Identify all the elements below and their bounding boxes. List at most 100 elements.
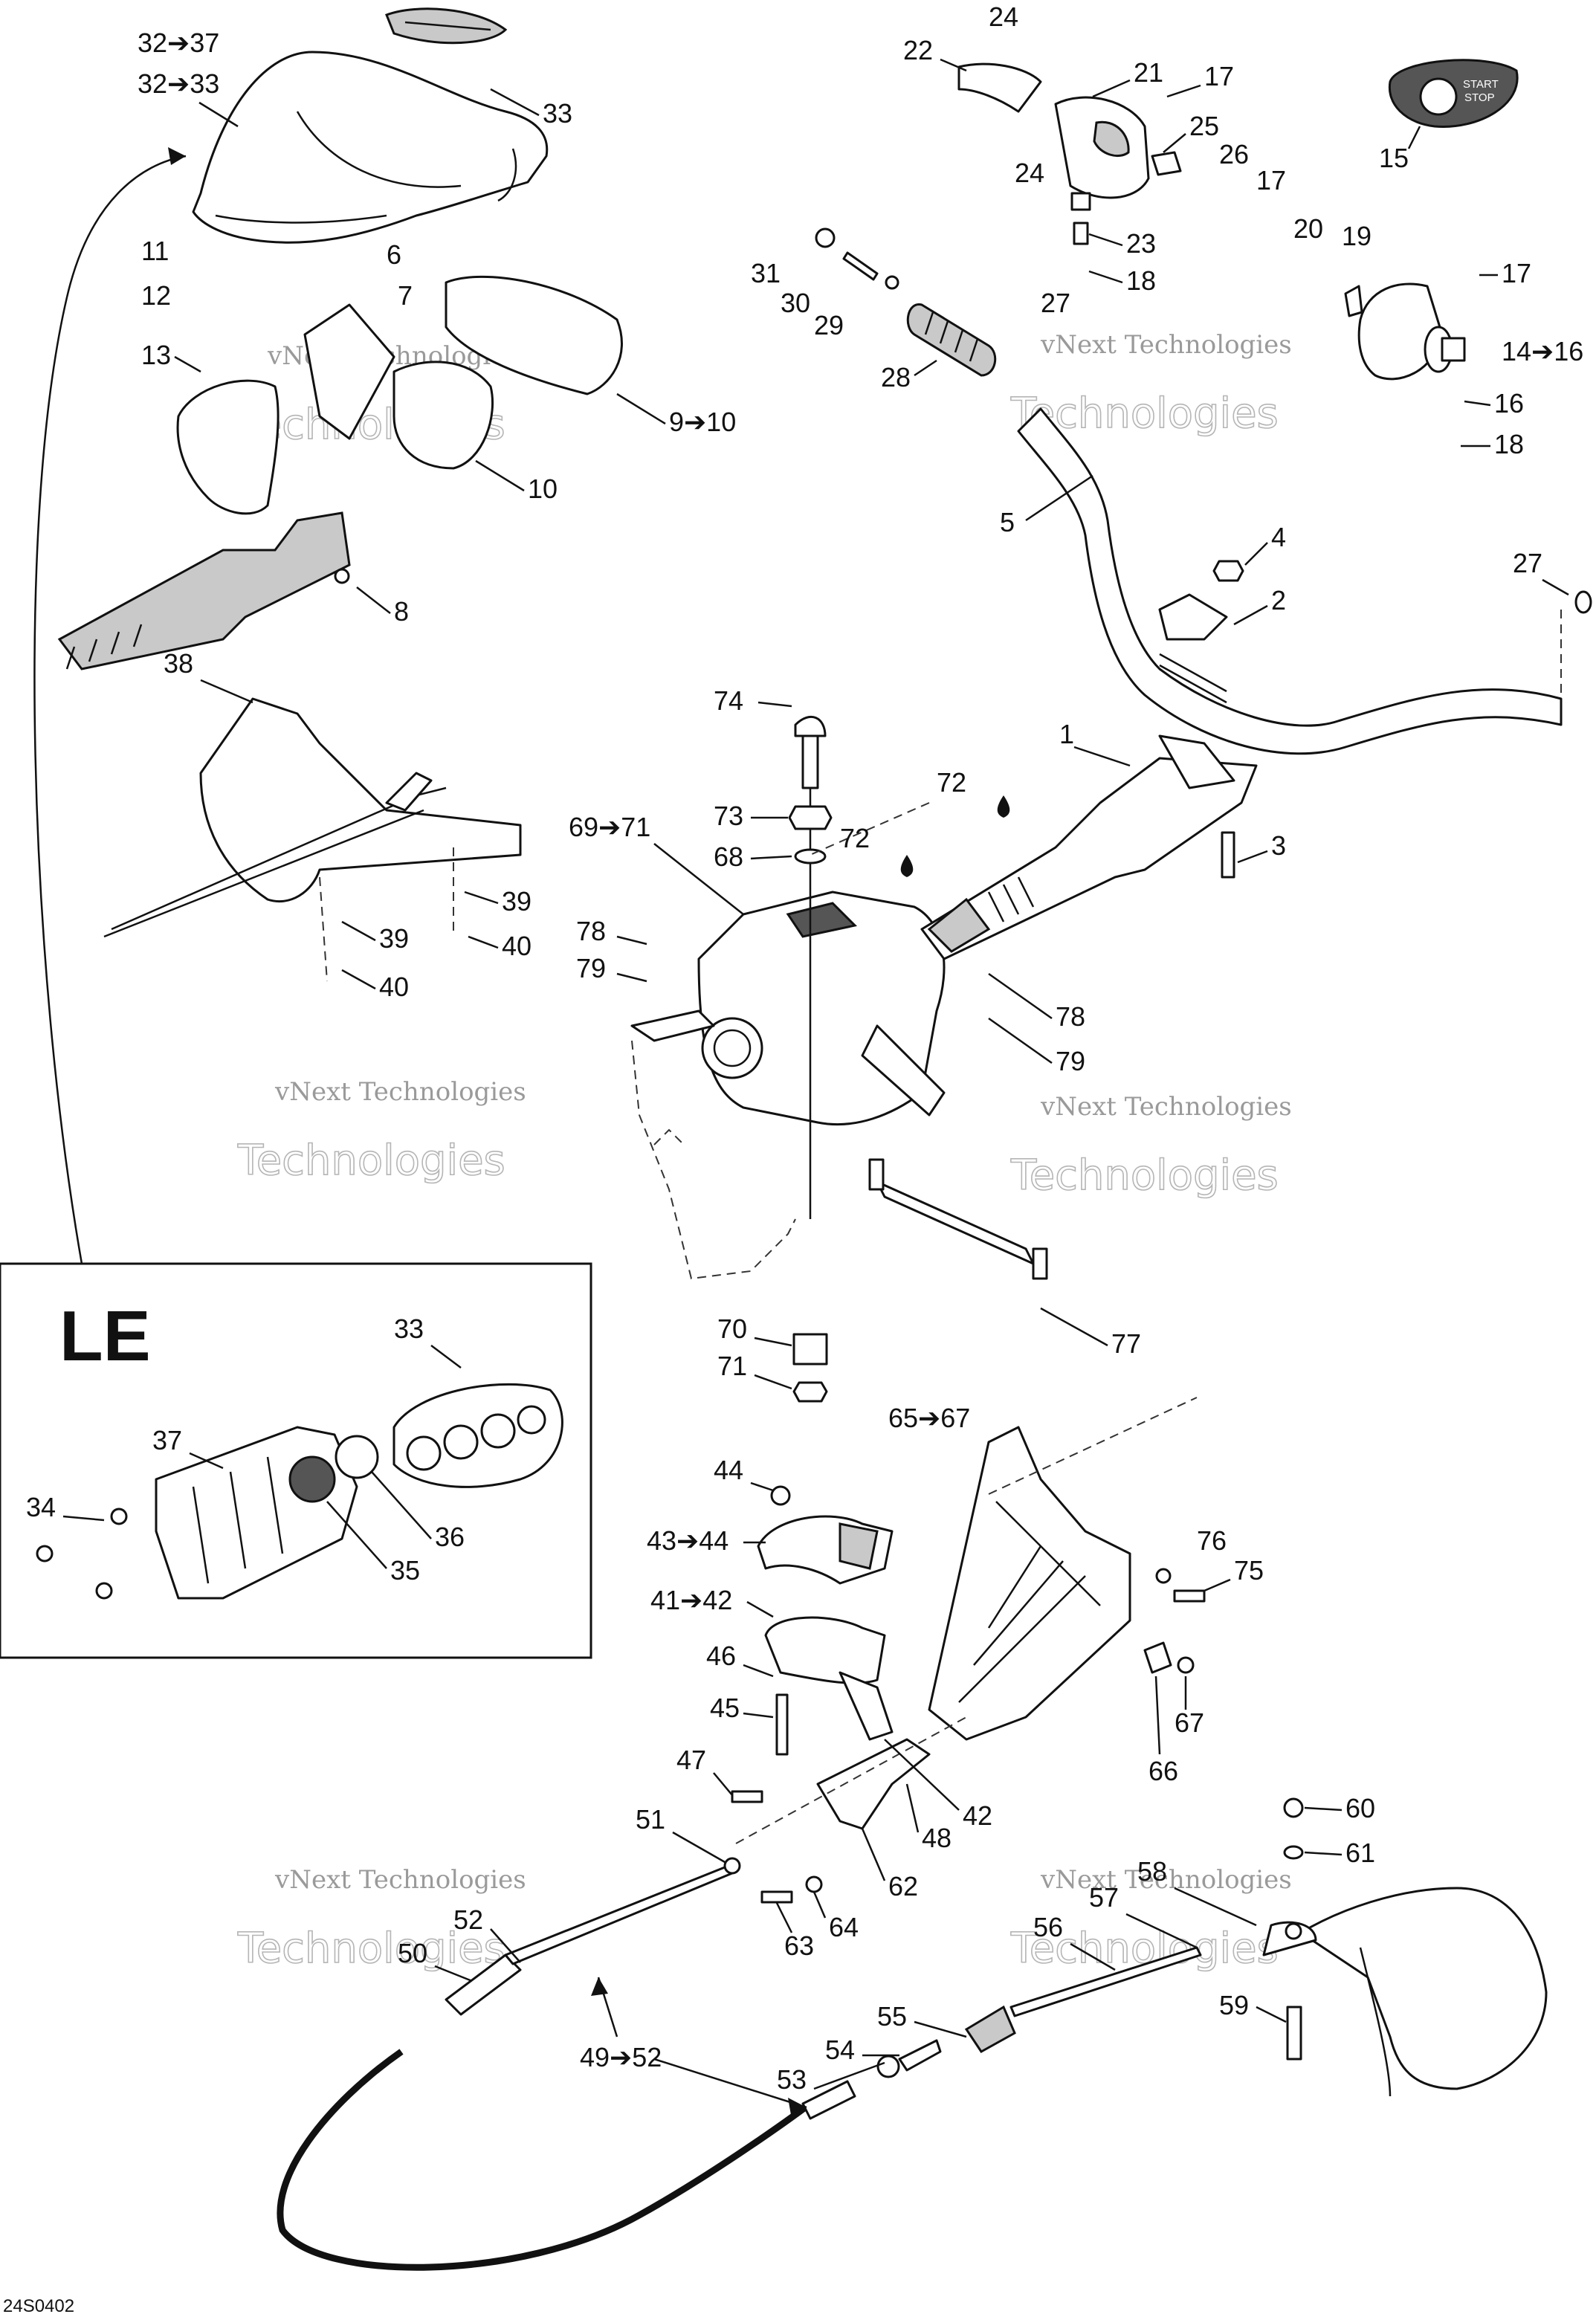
svg-text:vNext Technologies: vNext Technologies xyxy=(1040,1865,1292,1895)
callout-label: 39 xyxy=(379,923,409,954)
watermark-middle-left: vNext Technologies Technologies xyxy=(236,1077,526,1186)
nut-73 xyxy=(788,805,833,830)
callout-label: 38 xyxy=(164,648,193,679)
switch-housing xyxy=(957,62,1182,245)
callout-label: 46 xyxy=(706,1641,736,1671)
svg-text:Technologies: Technologies xyxy=(237,1925,505,1973)
handlebar-cover-grille xyxy=(385,7,508,45)
callout-label: 43➔44 xyxy=(647,1525,728,1556)
svg-text:Technologies: Technologies xyxy=(237,1137,505,1185)
callout-label: 66 xyxy=(1148,1756,1178,1786)
nut-71 xyxy=(792,1381,828,1403)
callout-label: 27 xyxy=(1041,288,1070,318)
support-lower-bar xyxy=(868,1158,1048,1280)
callout-label: 6 xyxy=(387,239,401,270)
steering-stem xyxy=(920,734,1258,960)
throttle-housing xyxy=(1344,282,1466,381)
callout-label: 70 xyxy=(717,1313,747,1344)
nut-4 xyxy=(1212,560,1244,582)
callout-label: 31 xyxy=(751,258,781,288)
callout-label: 7 xyxy=(398,280,413,311)
callout-label: 16 xyxy=(1494,388,1524,419)
steering-cable xyxy=(277,1857,812,2271)
callout-label: 60 xyxy=(1345,1793,1375,1823)
grip-bolt xyxy=(815,227,899,290)
callout-label: 71 xyxy=(717,1351,747,1381)
steering-lever-62 xyxy=(816,1738,931,1830)
callout-label: 58 xyxy=(1137,1856,1167,1887)
callout-label: 79 xyxy=(576,953,606,983)
callout-label: 53 xyxy=(777,2064,807,2095)
callout-label: 20 xyxy=(1293,213,1323,244)
callout-label: 65➔67 xyxy=(888,1403,970,1433)
callout-label: 26 xyxy=(1219,139,1249,169)
callout-label: 4 xyxy=(1271,522,1286,552)
callout-label: 78 xyxy=(576,916,606,946)
callout-label: 48 xyxy=(922,1823,952,1853)
callout-label: 75 xyxy=(1234,1555,1264,1586)
callout-label: 67 xyxy=(1175,1707,1204,1738)
callout-label: 32➔37 xyxy=(138,28,219,58)
svg-text:START: START xyxy=(1463,78,1499,91)
callout-label: 24 xyxy=(989,1,1018,32)
callout-label: 78 xyxy=(1056,1001,1085,1032)
assembly-arrow xyxy=(33,155,187,1264)
nut-66 xyxy=(1143,1641,1172,1674)
callout-label: 50 xyxy=(398,1938,427,1968)
callout-label: 28 xyxy=(881,362,911,392)
callout-label: 27 xyxy=(1513,548,1542,578)
inset-le: LE xyxy=(0,1262,592,1659)
clamp-41 xyxy=(764,1616,894,1741)
bolt-63 xyxy=(760,1890,793,1904)
inset-title: LE xyxy=(59,1296,151,1376)
jet-nozzle xyxy=(1262,1887,1548,2097)
bolt-47 xyxy=(731,1790,763,1803)
callout-label: 10 xyxy=(528,474,558,504)
callout-label: 34 xyxy=(26,1492,56,1522)
callout-label: 17 xyxy=(1204,61,1234,91)
nut-70 xyxy=(792,1333,828,1366)
svg-text:STOP: STOP xyxy=(1464,91,1495,104)
callout-label: 57 xyxy=(1089,1882,1119,1913)
callout-label: 40 xyxy=(502,931,532,961)
callout-label: 64 xyxy=(829,1912,859,1942)
svg-text:vNext Technologies: vNext Technologies xyxy=(274,1865,526,1895)
callout-label: 73 xyxy=(714,801,743,831)
callout-label: 51 xyxy=(636,1804,665,1835)
callout-label: 17 xyxy=(1502,258,1531,288)
callout-labels: 32➔37 32➔33 33 24 22 21 17 15 25 24 26 1… xyxy=(26,1,1583,2115)
callout-label: 44 xyxy=(714,1455,743,1485)
callout-label: 3 xyxy=(1271,830,1286,861)
callout-label: 29 xyxy=(814,310,844,340)
watermark-bottom-left: vNext Technologies Technologies xyxy=(236,1865,526,1974)
drawing-code: 24S0402 xyxy=(3,2296,74,2316)
callout-label: 61 xyxy=(1345,1838,1375,1868)
bolt-75 xyxy=(1173,1589,1206,1603)
callout-label: 9➔10 xyxy=(669,407,736,437)
svg-text:vNext Technologies: vNext Technologies xyxy=(1040,1092,1292,1122)
callout-label: 33 xyxy=(394,1313,424,1344)
clamp-43 xyxy=(757,1515,894,1585)
callout-label: 69➔71 xyxy=(569,812,650,842)
callout-label: 21 xyxy=(1134,57,1163,88)
washer-64 xyxy=(805,1875,823,1893)
callout-label: 59 xyxy=(1219,1990,1249,2020)
callout-label: 37 xyxy=(152,1425,182,1455)
callout-label: 8 xyxy=(394,596,409,627)
callout-label: 76 xyxy=(1197,1525,1227,1556)
callout-label: 68 xyxy=(714,841,743,872)
callout-label: 2 xyxy=(1271,585,1286,615)
callout-label: 35 xyxy=(390,1555,420,1586)
callout-label: 56 xyxy=(1033,1912,1063,1942)
svg-text:Technologies: Technologies xyxy=(1010,1151,1279,1200)
callout-label: 18 xyxy=(1126,265,1156,296)
handlebar-cover xyxy=(192,51,549,244)
callout-label: 72 xyxy=(937,767,966,798)
callout-label: 63 xyxy=(784,1930,814,1961)
steering-arm-bracket xyxy=(928,1397,1198,1741)
assembly-arrow-head xyxy=(168,147,186,165)
callout-label: 13 xyxy=(141,340,171,370)
callout-label: 36 xyxy=(435,1522,465,1552)
callout-label: 72 xyxy=(840,823,870,853)
